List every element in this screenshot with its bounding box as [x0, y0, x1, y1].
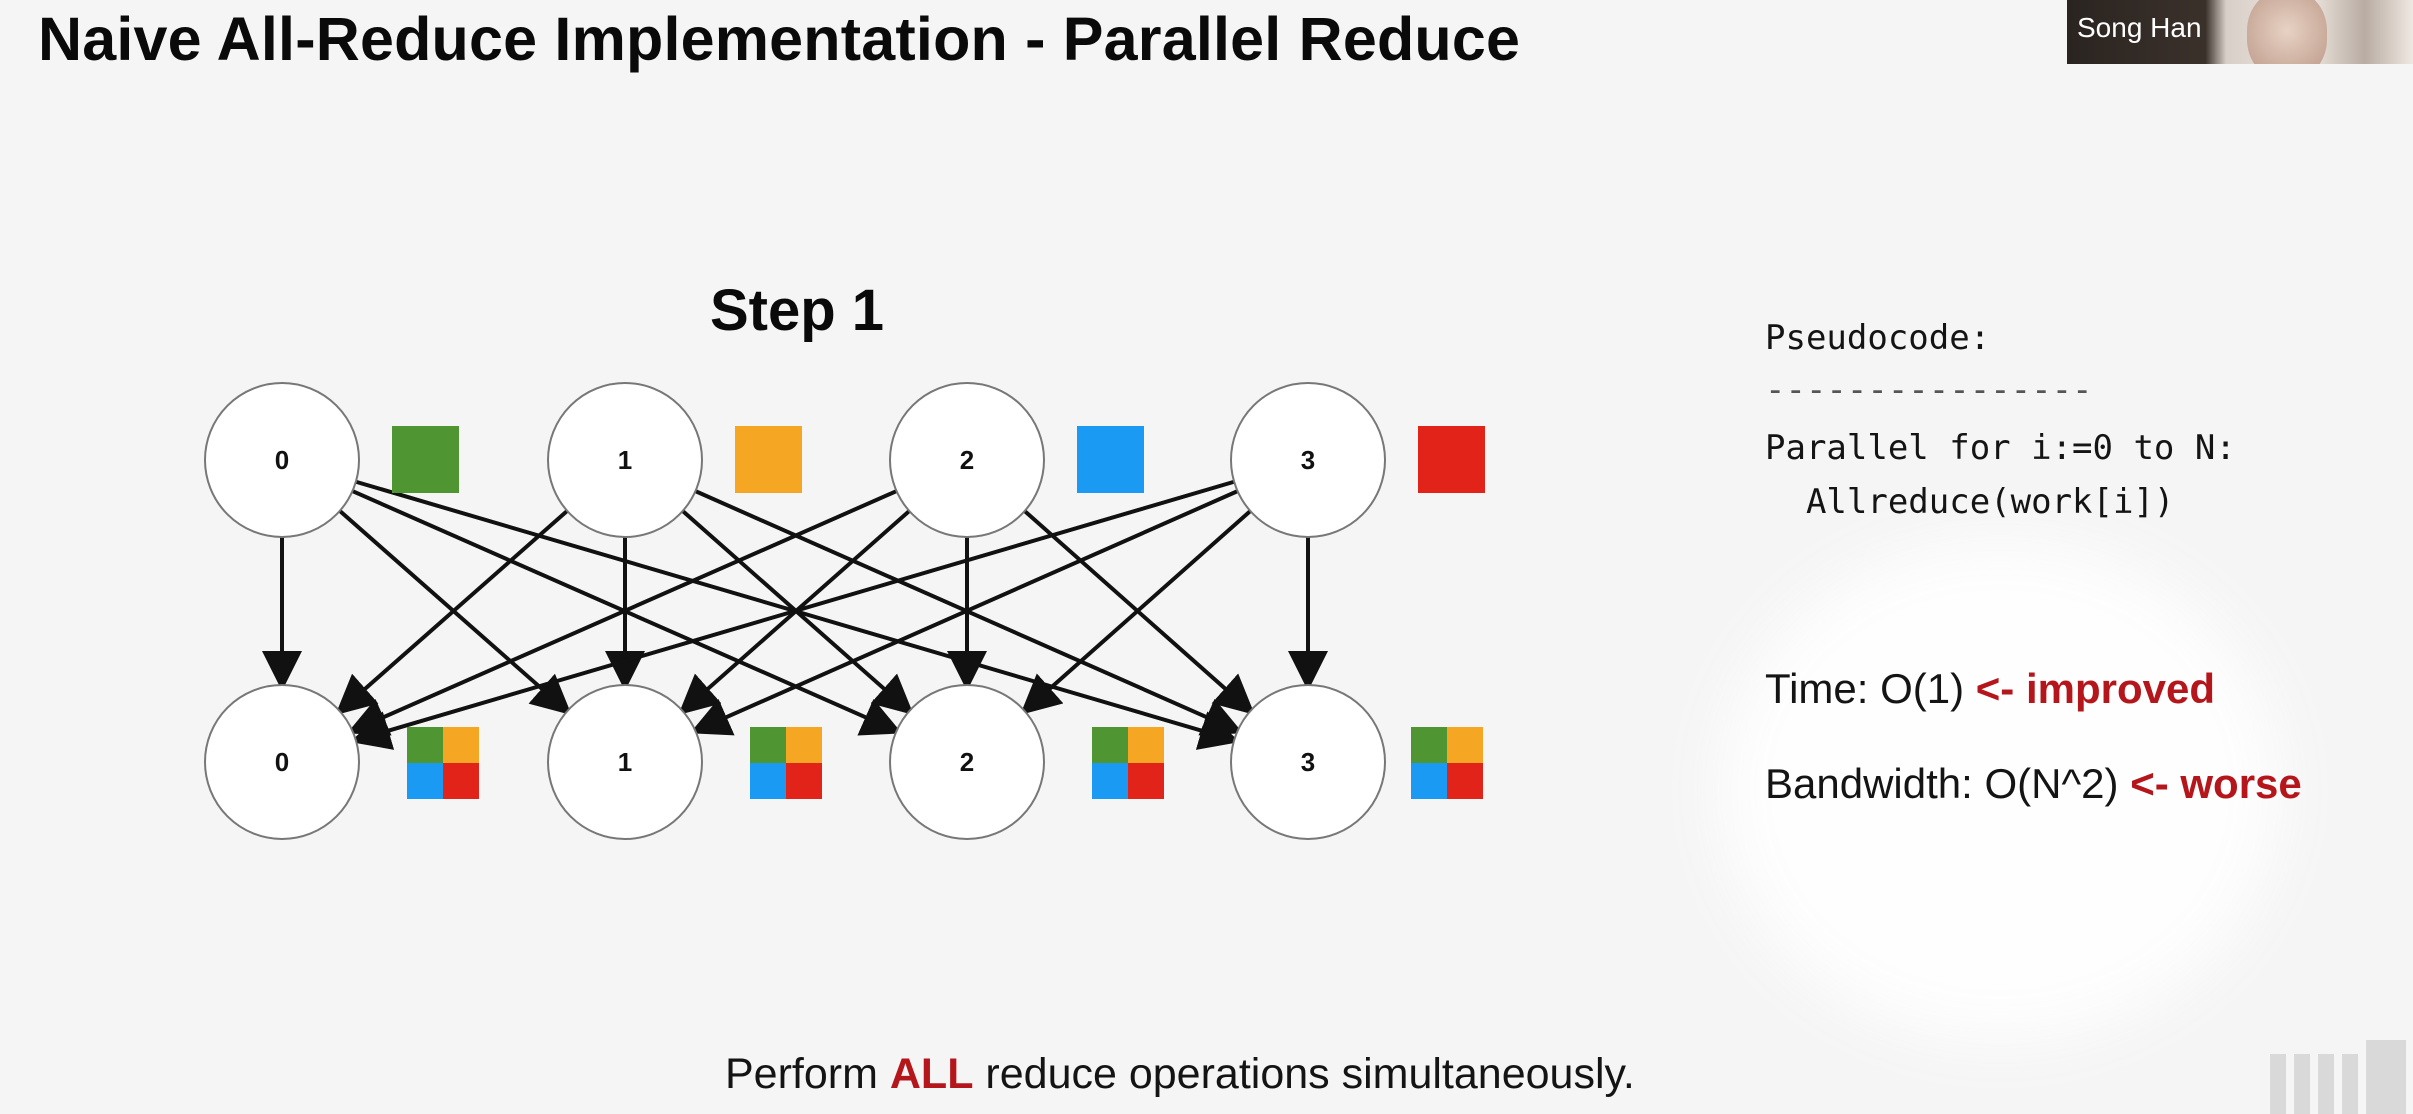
footer-caption: Perform ALL reduce operations simultaneo… — [725, 1050, 1635, 1099]
time-note: <- improved — [1975, 665, 2216, 712]
work-square-2 — [1077, 426, 1144, 493]
reduced-square-0-10 — [407, 763, 443, 799]
time-text: Time: O(1) — [1765, 665, 1976, 712]
bottom-node-0-circle — [204, 684, 360, 840]
bottom-node-2-circle — [889, 684, 1045, 840]
pseudocode-line-1: Parallel for i:=0 to N: — [1765, 428, 2236, 468]
presenter-face — [2247, 0, 2327, 64]
bottom-node-1-circle — [547, 684, 703, 840]
footer-emphasis: ALL — [889, 1050, 974, 1098]
slide-title: Naive All-Reduce Implementation - Parall… — [38, 5, 1521, 73]
edge-3-to-2 — [1020, 509, 1252, 715]
reduced-square-3-01 — [1447, 727, 1483, 763]
edge-2-to-0 — [346, 489, 898, 736]
step-title: Step 1 — [710, 278, 885, 343]
reduced-square-0-00 — [407, 727, 443, 763]
reduced-square-1-10 — [750, 763, 786, 799]
metrics-highlight — [1720, 540, 2280, 1040]
pseudocode-rule: ---------------- — [1765, 370, 2093, 410]
time-metric: Time: O(1) <- improved — [1765, 665, 2215, 713]
reduced-square-0-11 — [443, 763, 479, 799]
bandwidth-metric: Bandwidth: O(N^2) <- worse — [1765, 760, 2302, 808]
top-node-1-label: 1 — [618, 445, 632, 475]
bottom-node-1-label: 1 — [618, 747, 632, 777]
edge-3-to-1 — [689, 489, 1239, 736]
presenter-name: Song Han — [2077, 12, 2202, 43]
top-node-2-circle — [889, 382, 1045, 538]
squares-group — [392, 426, 1485, 799]
top-node-1-circle — [547, 382, 703, 538]
reduced-square-1-11 — [786, 763, 822, 799]
bandwidth-note: <- worse — [2130, 760, 2302, 807]
bottom-node-3-circle — [1230, 684, 1386, 840]
nodes-group: 0 1 2 3 0 1 2 3 — [204, 382, 1386, 840]
footer-suffix: reduce operations simultaneously. — [973, 1050, 1635, 1098]
mit-logo — [2270, 1040, 2413, 1114]
reduced-square-2-01 — [1128, 727, 1164, 763]
pseudocode-heading: Pseudocode: — [1765, 318, 1991, 358]
work-square-1 — [735, 426, 802, 493]
bottom-node-0-label: 0 — [275, 747, 289, 777]
reduced-square-1-00 — [750, 727, 786, 763]
reduced-square-0-01 — [443, 727, 479, 763]
edge-3-to-0 — [350, 479, 1235, 750]
reduced-square-2-11 — [1128, 763, 1164, 799]
reduced-square-1-01 — [786, 727, 822, 763]
reduced-square-3-10 — [1411, 763, 1447, 799]
work-square-3 — [1418, 426, 1485, 493]
presenter-webcam: Song Han — [2067, 0, 2413, 64]
reduced-square-3-00 — [1411, 727, 1447, 763]
edges-group — [262, 479, 1328, 750]
reduced-square-3-11 — [1447, 763, 1483, 799]
bandwidth-text: Bandwidth: O(N^2) — [1765, 760, 2131, 807]
top-node-3-label: 3 — [1301, 445, 1315, 475]
footer-prefix: Perform — [725, 1050, 890, 1098]
top-node-3-circle — [1230, 382, 1386, 538]
pseudocode-line-2: Allreduce(work[i]) — [1765, 482, 2175, 522]
bottom-node-2-label: 2 — [960, 747, 974, 777]
reduced-square-2-00 — [1092, 727, 1128, 763]
top-node-0-label: 0 — [275, 445, 289, 475]
reduced-square-2-10 — [1092, 763, 1128, 799]
top-node-2-label: 2 — [960, 445, 974, 475]
bottom-node-3-label: 3 — [1301, 747, 1315, 777]
work-square-0 — [392, 426, 459, 493]
edge-1-to-0 — [335, 509, 569, 716]
top-node-0-circle — [204, 382, 360, 538]
